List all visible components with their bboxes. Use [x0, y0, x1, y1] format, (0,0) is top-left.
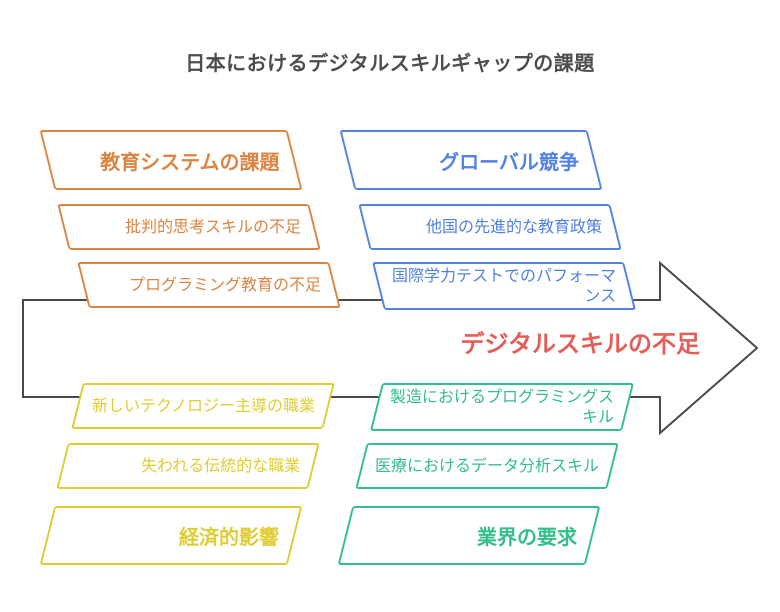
node-education-item-2: プログラミング教育の不足	[77, 262, 341, 308]
education-header-label: 教育システムの課題	[99, 149, 279, 174]
node-education-item-1: 批判的思考スキルの不足	[57, 204, 321, 250]
industry-demand-header-label: 業界の要求	[477, 525, 577, 549]
economic-impact-header-label: 経済的影響	[179, 525, 279, 549]
node-industry-demand-item-2: 医療におけるデータ分析スキル	[355, 443, 619, 489]
global-competition-item-2-label: 国際学力テストでのパフォーマンス	[391, 266, 616, 305]
economic-impact-item-2-label: 失われる伝統的な職業	[140, 456, 300, 475]
node-industry-demand-header: 業界の要求	[337, 506, 601, 565]
education-item-1-label: 批判的思考スキルの不足	[124, 217, 301, 236]
node-economic-impact-item-2: 失われる伝統的な職業	[56, 443, 320, 489]
global-competition-item-1-label: 他国の先進的な教育政策	[425, 217, 602, 236]
diagram-title: 日本におけるデジタルスキルギャップの課題	[185, 51, 595, 75]
economic-impact-item-1-label: 新しいテクノロジー主導の職業	[91, 396, 315, 415]
center-label: デジタルスキルの不足	[460, 330, 700, 358]
industry-demand-item-2-label: 医療におけるデータ分析スキル	[374, 456, 599, 475]
node-economic-impact-header: 経済的影響	[39, 506, 303, 565]
node-global-competition-header: グローバル競争	[339, 130, 603, 190]
node-education-header: 教育システムの課題	[39, 130, 303, 190]
node-economic-impact-item-1: 新しいテクノロジー主導の職業	[71, 383, 335, 429]
node-industry-demand-item-1: 製造におけるプログラミングスキル	[370, 383, 634, 431]
education-item-2-label: プログラミング教育の不足	[128, 275, 321, 294]
node-global-competition-item-1: 他国の先進的な教育政策	[358, 204, 622, 250]
industry-demand-item-1-label: 製造におけるプログラミングスキル	[389, 387, 614, 426]
node-global-competition-item-2: 国際学力テストでのパフォーマンス	[372, 262, 636, 310]
global-competition-header-label: グローバル競争	[439, 149, 579, 174]
